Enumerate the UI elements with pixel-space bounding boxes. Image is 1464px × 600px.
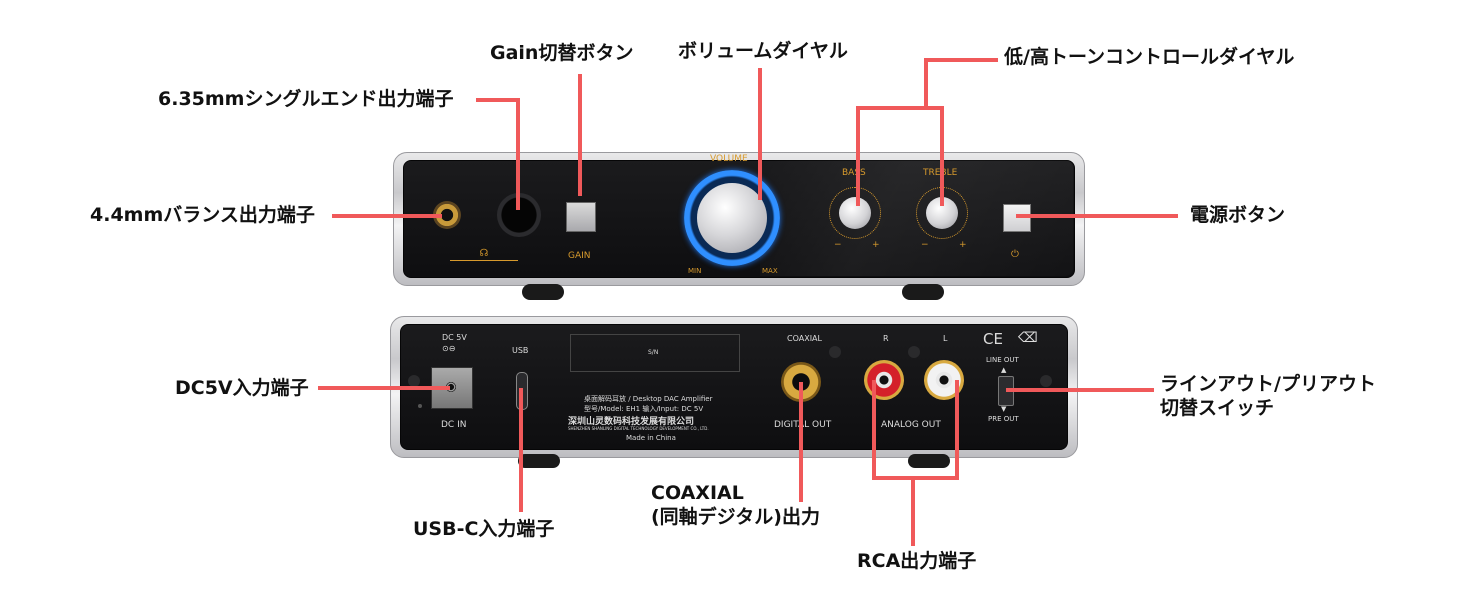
leader-line-switch	[1006, 388, 1154, 392]
leader-rca-right	[872, 380, 876, 480]
made-in-label: Made in China	[626, 434, 676, 442]
treble-minus: −	[921, 240, 929, 250]
leader-tone-bar	[856, 106, 944, 110]
reset-hole	[418, 404, 422, 408]
callout-line-switch-line1: ラインアウト/プリアウト	[1160, 373, 1376, 397]
coaxial-label: COAXIAL	[787, 334, 822, 343]
leader-rca-stem	[911, 476, 915, 546]
callout-635-jack: 6.35mmシングルエンド出力端子	[158, 88, 453, 112]
back-foot-right	[908, 454, 950, 468]
front-foot-left	[522, 284, 564, 300]
bass-dial[interactable]	[839, 197, 871, 229]
info-line-1: 桌面解码耳放 / Desktop DAC Amplifier	[584, 394, 712, 404]
callout-44-jack: 4.4mmバランス出力端子	[90, 204, 315, 228]
sn-label: S/N	[648, 349, 658, 356]
leader-gain	[578, 74, 582, 196]
back-foot-left	[518, 454, 560, 468]
callout-power-button: 電源ボタン	[1190, 204, 1285, 228]
usb-label: USB	[512, 346, 528, 355]
volume-max-label: MAX	[762, 267, 778, 275]
leader-rca-left	[955, 380, 959, 480]
callout-rca-output: RCA出力端子	[857, 550, 976, 574]
callout-coaxial-line2: (同軸デジタル)出力	[651, 506, 820, 530]
callout-dc-input: DC5V入力端子	[175, 377, 309, 401]
leader-44	[332, 214, 442, 218]
screw-rca	[908, 346, 920, 358]
weee-icon: ⌫	[1018, 330, 1038, 346]
dc-polarity-icon: ⊙⊖	[442, 344, 455, 353]
leader-rca-bar	[872, 476, 959, 480]
volume-label: VOLUME	[710, 154, 748, 164]
rca-l-label: L	[943, 334, 947, 343]
callout-line-switch: ラインアウト/プリアウト 切替スイッチ	[1160, 373, 1376, 421]
pre-out-label: PRE OUT	[988, 415, 1019, 423]
screw-right	[1040, 375, 1052, 387]
leader-635-h	[476, 98, 520, 102]
leader-635-v	[516, 98, 520, 210]
leader-tone-stem	[924, 58, 928, 110]
leader-tone-treble	[940, 106, 944, 206]
callout-line-switch-line2: 切替スイッチ	[1160, 397, 1376, 421]
front-foot-right	[902, 284, 944, 300]
rca-r-label: R	[883, 334, 889, 343]
company-en: SHENZHEN SHANLING DIGITAL TECHNOLOGY DEV…	[568, 426, 709, 431]
volume-dial[interactable]	[697, 183, 767, 253]
switch-down-arrow: ▼	[1001, 405, 1006, 413]
bass-minus: −	[834, 240, 842, 250]
power-icon: ⏻	[1011, 249, 1019, 260]
leader-dc	[318, 386, 450, 390]
bass-label: BASS	[842, 168, 866, 178]
dc5v-label: DC 5V	[442, 333, 467, 342]
leader-tone-top	[924, 58, 998, 62]
callout-coaxial: COAXIAL (同軸デジタル)出力	[651, 482, 820, 530]
leader-usb	[519, 388, 523, 512]
callout-tone-dials: 低/高トーンコントロールダイヤル	[1004, 46, 1294, 70]
callout-gain-switch: Gain切替ボタン	[490, 42, 633, 66]
dc-in-label: DC IN	[441, 420, 466, 430]
headphone-icon: ☊	[478, 248, 490, 260]
callout-usb-input: USB-C入力端子	[413, 518, 554, 542]
power-button[interactable]	[1003, 204, 1031, 232]
bass-plus: +	[872, 240, 880, 250]
info-line-2: 型号/Model: EH1 输入/Input: DC 5V	[584, 404, 703, 414]
gain-label: GAIN	[568, 251, 591, 261]
screw-coaxial	[829, 346, 841, 358]
volume-min-label: MIN	[688, 267, 701, 275]
leader-tone-bass	[856, 106, 860, 206]
analog-out-label: ANALOG OUT	[881, 420, 941, 430]
leader-volume	[758, 68, 762, 200]
rca-right-jack[interactable]	[864, 360, 904, 400]
line-out-label: LINE OUT	[986, 356, 1019, 364]
leader-power	[1016, 214, 1178, 218]
treble-plus: +	[959, 240, 967, 250]
callout-coaxial-line1: COAXIAL	[651, 482, 820, 506]
callout-volume-dial: ボリュームダイヤル	[678, 40, 848, 64]
switch-up-arrow: ▲	[1001, 366, 1006, 374]
gain-button[interactable]	[566, 202, 596, 232]
ce-mark: CE	[983, 330, 1003, 348]
